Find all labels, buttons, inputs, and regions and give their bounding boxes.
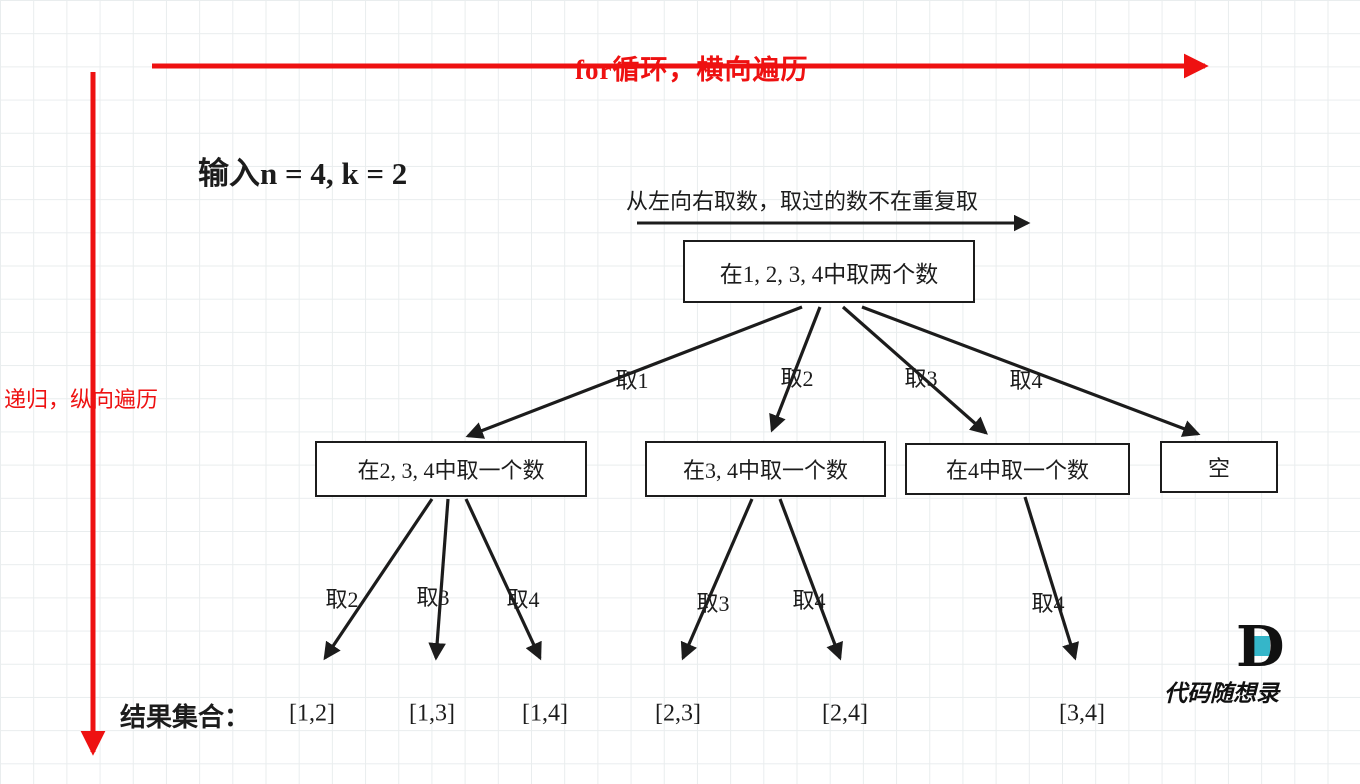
edge-node1-to-result14 [464, 498, 542, 661]
edge-root-to-node2 [769, 306, 822, 433]
edge-node1-to-result12 [323, 498, 434, 661]
tree-node-empty: 空 [1160, 441, 1278, 493]
edge-label-take4-leaf3: 取4 [1031, 591, 1065, 616]
tree-node-234: 在2, 3, 4中取一个数 [315, 441, 587, 497]
tree-node-34: 在3, 4中取一个数 [645, 441, 886, 497]
tree-node-4: 在4中取一个数 [905, 443, 1130, 495]
edge-node3-to-result34 [1023, 496, 1079, 661]
result-item: [1,2] [289, 700, 335, 727]
results-label: 结果集合： [120, 703, 251, 732]
logo-d-icon: D [1236, 614, 1285, 680]
edge-label-take4: 取4 [1009, 368, 1043, 393]
edge-label-take1: 取1 [615, 368, 649, 393]
edge-label-take4-leaf2: 取4 [792, 588, 826, 613]
result-item: [1,3] [409, 700, 455, 727]
result-item: [1,4] [522, 700, 568, 727]
edge-label-take3-leaf2: 取3 [696, 591, 730, 616]
brand-logo: D [1230, 614, 1290, 680]
edge-node2-to-result23 [680, 498, 754, 661]
result-item: [2,4] [822, 700, 868, 727]
edge-root-to-node3 [841, 305, 988, 435]
watermark-text: 代码随想录 [1164, 681, 1279, 706]
edge-label-take3: 取3 [904, 366, 938, 391]
input-title: 输入n = 4, k = 2 [198, 156, 408, 191]
edge-label-take2-leaf: 取2 [325, 587, 359, 612]
edge-node2-to-result24 [778, 498, 843, 661]
edge-root-to-node1 [465, 305, 803, 439]
result-item: [3,4] [1059, 700, 1105, 727]
edge-label-take3-leaf: 取3 [416, 585, 450, 610]
logo-accent-square [1250, 636, 1270, 656]
for-loop-label: for循环，横向遍历 [575, 55, 809, 85]
pick-hint-label: 从左向右取数，取过的数不在重复取 [626, 189, 979, 214]
edge-label-take4-leaf: 取4 [506, 587, 540, 612]
edge-root-to-node4 [861, 305, 1201, 437]
result-item: [2,3] [655, 700, 701, 727]
recursion-label: 递归，纵向遍历 [4, 387, 159, 412]
edge-node1-to-result13 [428, 498, 450, 661]
edge-label-take2: 取2 [780, 366, 814, 391]
tree-node-root: 在1, 2, 3, 4中取两个数 [683, 240, 975, 303]
